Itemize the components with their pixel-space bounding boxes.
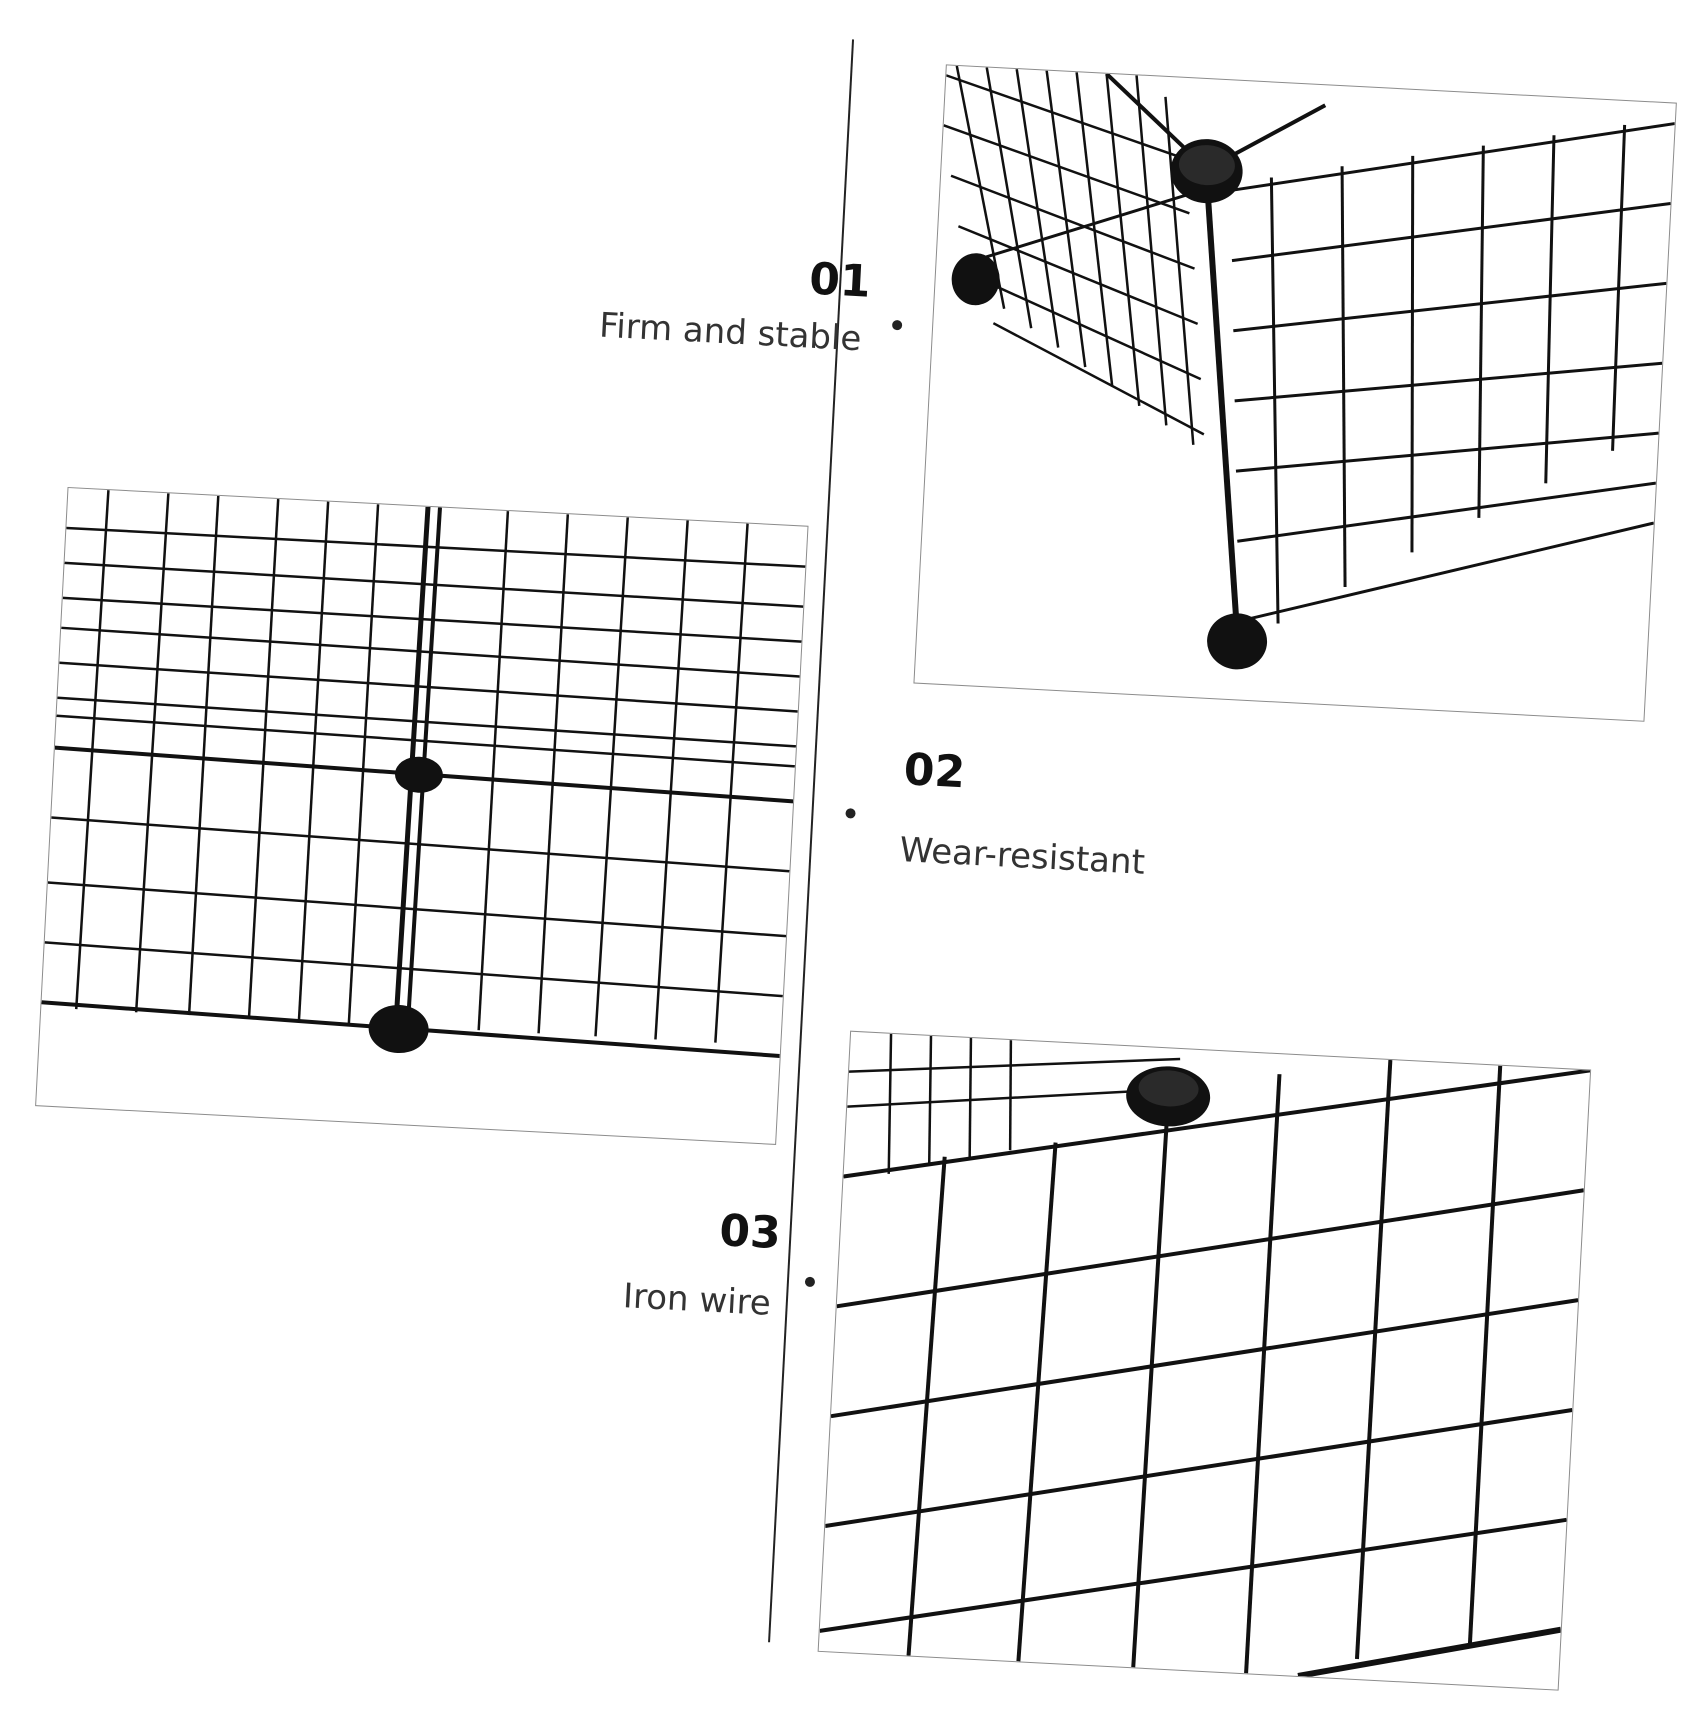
connector-cap-icon — [1170, 139, 1243, 204]
feature-label-2: Wear-resistant — [898, 830, 1146, 883]
connector-cap-icon — [1126, 1066, 1211, 1127]
joined-panels-illustration — [41, 490, 806, 1059]
product-photo-cage-corner — [913, 64, 1677, 722]
feature-number-3: 03 — [718, 1205, 783, 1260]
connector-foot-icon — [951, 253, 1268, 670]
feature-label-1: Firm and stable — [598, 305, 863, 360]
feature-marker-dot-2 — [845, 808, 856, 819]
feature-marker-dot-1 — [891, 319, 903, 331]
feature-label-3: Iron wire — [622, 1276, 772, 1324]
feature-number-2: 02 — [902, 744, 967, 799]
feature-marker-dot-3 — [804, 1276, 816, 1288]
cage-corner-illustration — [943, 65, 1675, 670]
connector-cap-icon — [368, 756, 443, 1054]
wire-closeup-illustration — [819, 1033, 1591, 1679]
product-photo-joined-panels — [35, 486, 809, 1145]
product-photo-wire-closeup — [817, 1030, 1592, 1691]
feature-number-1: 01 — [808, 253, 872, 308]
